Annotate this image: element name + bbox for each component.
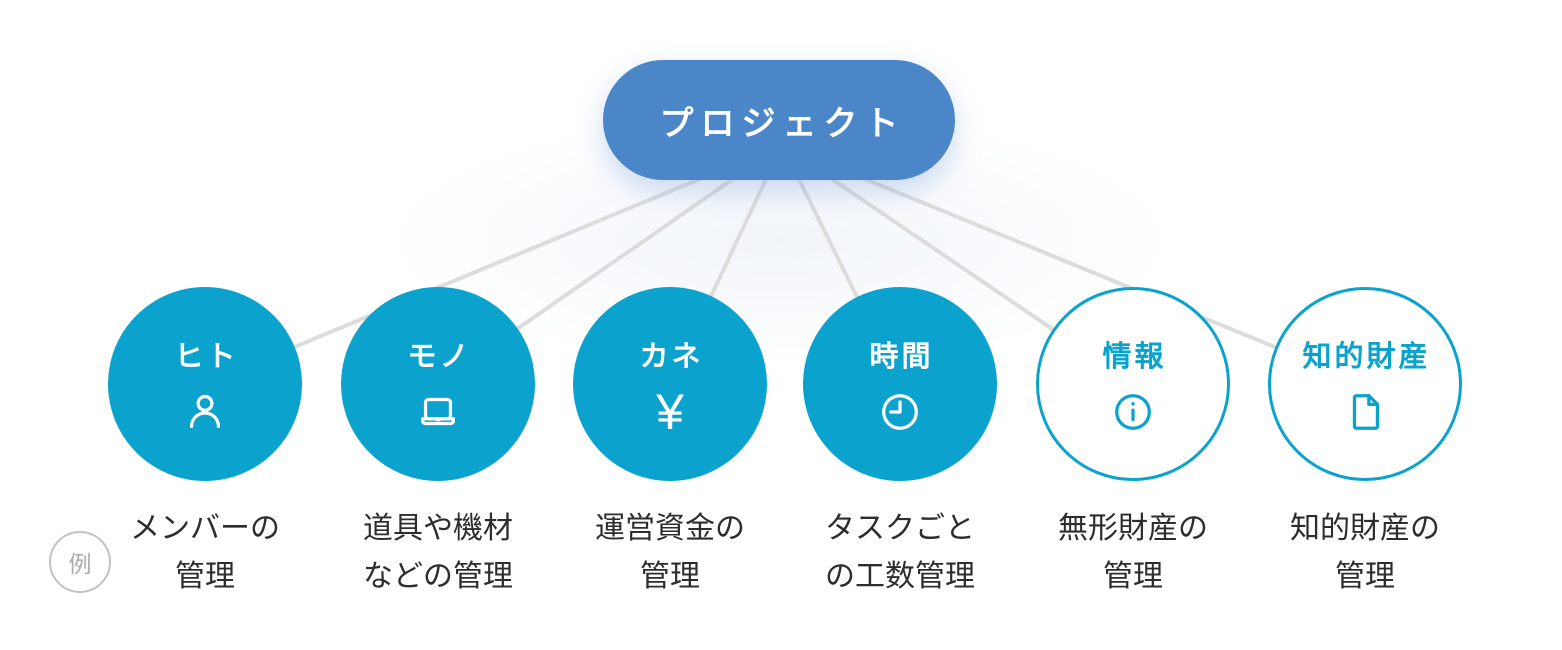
laptop-icon bbox=[415, 389, 461, 435]
node-intellectual-property: 知的財産 bbox=[1268, 287, 1462, 481]
node-information: 情報 bbox=[1036, 287, 1230, 481]
node-information-label: 情報 bbox=[1102, 341, 1167, 373]
node-time-label: 時間 bbox=[869, 341, 934, 373]
example-badge: 例 bbox=[49, 531, 111, 593]
person-icon bbox=[182, 389, 228, 435]
node-money-label: カネ bbox=[639, 341, 704, 373]
node-intellectual-property-label: 知的財産 bbox=[1302, 341, 1431, 373]
node-things-caption: 道具や機材 などの管理 bbox=[363, 512, 513, 593]
yen-icon: ¥ bbox=[656, 384, 684, 440]
root-node-label: プロジェクト bbox=[659, 104, 906, 143]
info-icon bbox=[1110, 389, 1156, 435]
node-people-label: ヒト bbox=[174, 341, 239, 373]
node-money: カネ ¥ bbox=[573, 287, 767, 481]
clock-icon bbox=[877, 389, 923, 435]
node-time: 時間 bbox=[803, 287, 997, 481]
node-things-label: モノ bbox=[407, 341, 472, 373]
node-time-caption: タスクごと の工数管理 bbox=[825, 512, 975, 593]
node-people-caption: メンバーの 管理 bbox=[130, 512, 280, 593]
node-intellectual-property-caption: 知的財産の 管理 bbox=[1290, 512, 1440, 593]
node-things: モノ bbox=[341, 287, 535, 481]
document-icon bbox=[1342, 389, 1388, 435]
node-people: ヒト bbox=[108, 287, 302, 481]
root-node-project: プロジェクト bbox=[603, 60, 955, 180]
node-information-caption: 無形財産の 管理 bbox=[1058, 512, 1208, 593]
node-money-caption: 運営資金の 管理 bbox=[595, 512, 745, 593]
